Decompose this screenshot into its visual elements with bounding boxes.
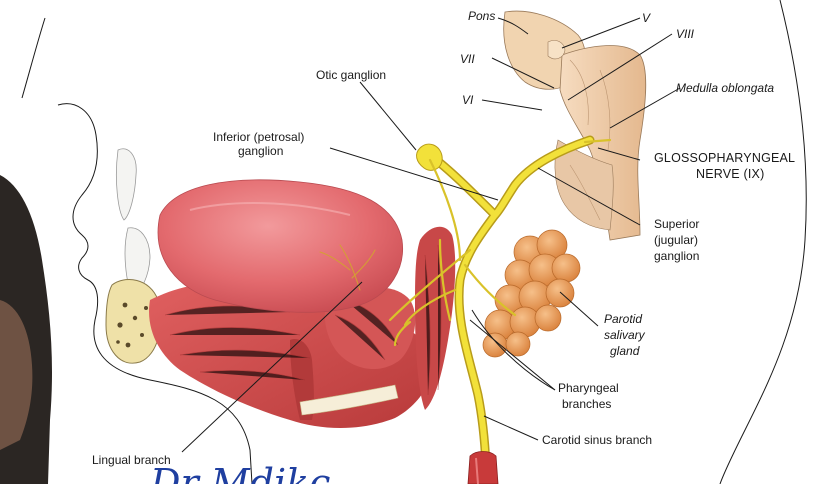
label-inferior-ganglion-1: Inferior (petrosal) [213,130,304,144]
label-parotid-3: gland [610,344,640,358]
label-viii: VIII [676,27,695,41]
label-superior-3: ganglion [654,249,699,263]
label-v: V [642,11,651,25]
label-vii: VII [460,52,475,66]
label-glossopharyngeal-1: GLOSSOPHARYNGEAL [654,151,795,165]
label-parotid-2: salivary [604,328,646,342]
label-vi: VI [462,93,474,107]
label-glossopharyngeal-2: NERVE (IX) [696,167,764,181]
overlay-caption: Dr Mdikc... [149,461,367,484]
label-pharyngeal-2: branches [562,397,611,411]
label-superior-1: Superior [654,217,699,231]
carotid-artery [468,452,498,484]
label-parotid-1: Parotid [604,312,642,326]
label-inferior-ganglion-2: ganglion [238,144,283,158]
label-medulla-oblongata: Medulla oblongata [676,81,774,95]
label-carotid-sinus-branch: Carotid sinus branch [542,433,652,447]
label-pharyngeal-1: Pharyngeal [558,381,619,395]
label-pons: Pons [468,9,495,23]
label-superior-2: (jugular) [654,233,698,247]
label-otic-ganglion: Otic ganglion [316,68,386,82]
